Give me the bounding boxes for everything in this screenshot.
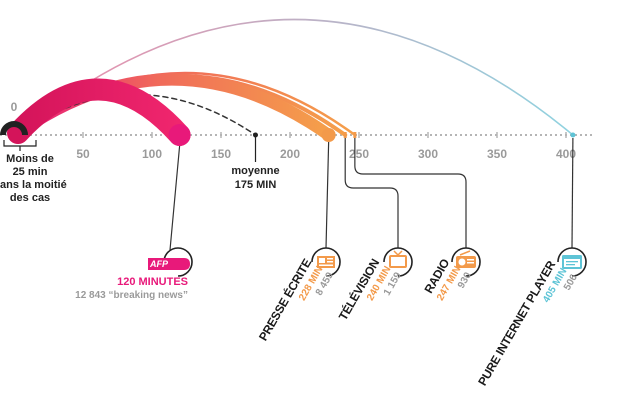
average-label: moyenne xyxy=(231,165,279,177)
connector-television xyxy=(344,138,399,248)
browser-window-icon xyxy=(562,255,582,269)
radio-icon xyxy=(456,250,476,268)
origin-gauge-icon xyxy=(0,121,28,135)
television-ring xyxy=(383,247,413,277)
endpoint-afp xyxy=(168,124,191,146)
average-value: 175 MIN xyxy=(235,179,277,191)
median-note-line3: dans la moitié xyxy=(0,179,67,191)
media-connectors xyxy=(169,137,574,251)
median-bracket xyxy=(3,140,37,151)
connector-internet xyxy=(571,137,574,249)
label-internet: PURE INTERNET PLAYER 405 MIN 506 xyxy=(475,258,580,388)
tick-label-350: 350 xyxy=(487,147,507,161)
presse-ring xyxy=(311,247,341,277)
connector-radio xyxy=(354,138,467,248)
tick-label-300: 300 xyxy=(418,147,438,161)
afp-count: 12 843 “breaking news” xyxy=(75,290,188,301)
tick-label-200: 200 xyxy=(280,147,300,161)
internet-name: PURE INTERNET PLAYER xyxy=(475,258,558,388)
connector-presse xyxy=(325,141,330,249)
tick-label-100: 100 xyxy=(142,147,162,161)
endpoint-television xyxy=(343,132,347,138)
tick-label-400: 400 xyxy=(556,147,576,161)
median-note-line4: des cas xyxy=(10,192,50,204)
arc-afp xyxy=(7,78,191,146)
connector-afp xyxy=(169,145,181,251)
afp-logo-icon xyxy=(148,258,190,270)
newspaper-icon xyxy=(317,256,335,268)
endpoint-radio xyxy=(353,132,357,138)
median-note-line1: Moins de xyxy=(6,153,54,165)
label-presse: PRESSE ÉCRITE 228 MIN 8 459 xyxy=(255,256,336,344)
median-note-line2: 25 min xyxy=(13,166,48,178)
tick-label-150: 150 xyxy=(211,147,231,161)
afp-logo-text: AFP xyxy=(149,259,169,269)
tick-label-0: 0 xyxy=(11,100,18,114)
axis-ticks: 0 50 100 150 200 250 300 350 400 xyxy=(11,100,577,161)
tick-label-50: 50 xyxy=(76,147,90,161)
latency-arcs xyxy=(7,18,574,146)
afp-block: AFP 120 MINUTES 12 843 “breaking news” xyxy=(75,258,190,301)
media-endpoints xyxy=(163,124,587,277)
average-marker: moyenne 175 MIN xyxy=(231,132,280,191)
endpoint-internet xyxy=(570,132,576,138)
afp-ring xyxy=(163,247,193,277)
median-note: Moins de 25 min dans la moitié des cas xyxy=(0,153,67,204)
radio-ring xyxy=(451,247,481,277)
afp-minutes: 120 MINUTES xyxy=(117,276,188,288)
endpoint-presse xyxy=(321,128,336,142)
internet-ring xyxy=(557,247,587,277)
tick-label-250: 250 xyxy=(349,147,369,161)
television-icon xyxy=(389,250,407,268)
arc-internet xyxy=(17,18,574,136)
